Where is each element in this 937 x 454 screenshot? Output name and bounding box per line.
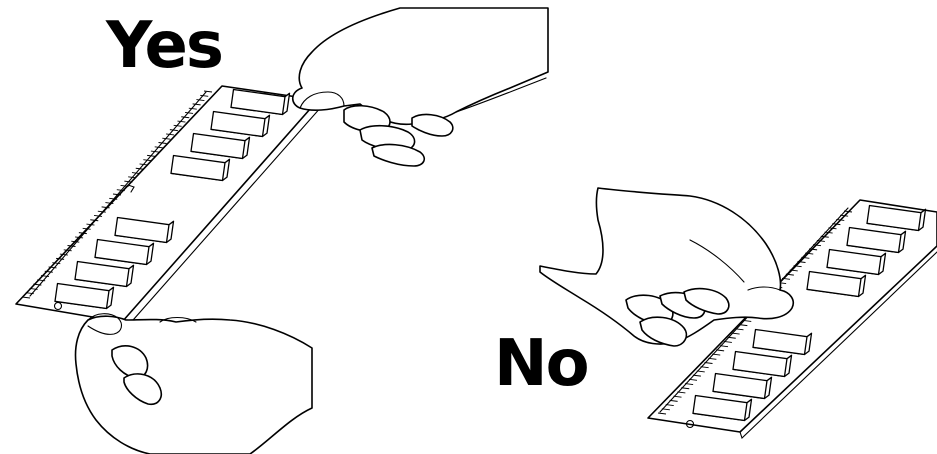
yes-contact-tooth xyxy=(151,151,159,152)
hand-bottom-yes xyxy=(76,314,313,454)
yes-contact-tooth xyxy=(174,125,182,126)
yes-contact-tooth xyxy=(200,95,208,96)
yes-contact-tooth xyxy=(193,104,201,105)
no-label: No xyxy=(494,332,588,396)
hand-bottom-palm-yes xyxy=(76,316,313,454)
hand-top-finger-3-yes xyxy=(372,145,424,166)
yes-contact-tooth xyxy=(132,173,140,174)
yes-contact-tooth xyxy=(155,147,163,148)
yes-contact-tooth xyxy=(189,108,197,109)
memory-module-yes xyxy=(16,86,322,328)
yes-contact-tooth xyxy=(170,130,178,131)
yes-contact-tooth xyxy=(196,100,204,101)
yes-contact-tooth xyxy=(159,143,167,144)
yes-label: Yes xyxy=(106,14,222,78)
yes-contact-tooth xyxy=(166,134,174,135)
hand-top-palm-yes xyxy=(293,8,548,124)
incorrect-handling-group xyxy=(540,188,937,438)
yes-contact-tooth xyxy=(162,138,170,139)
yes-contact-tooth xyxy=(147,155,155,156)
yes-contact-tooth xyxy=(204,91,212,92)
yes-contact-tooth xyxy=(181,117,189,118)
yes-contact-tooth xyxy=(177,121,185,122)
yes-contact-tooth xyxy=(185,112,193,113)
hand-top-yes xyxy=(293,8,548,166)
yes-contact-tooth xyxy=(140,164,148,165)
hand-top-finger-4-yes xyxy=(412,115,453,136)
yes-contact-tooth xyxy=(143,160,151,161)
yes-contact-tooth xyxy=(136,168,144,169)
correct-handling-group xyxy=(16,8,548,454)
